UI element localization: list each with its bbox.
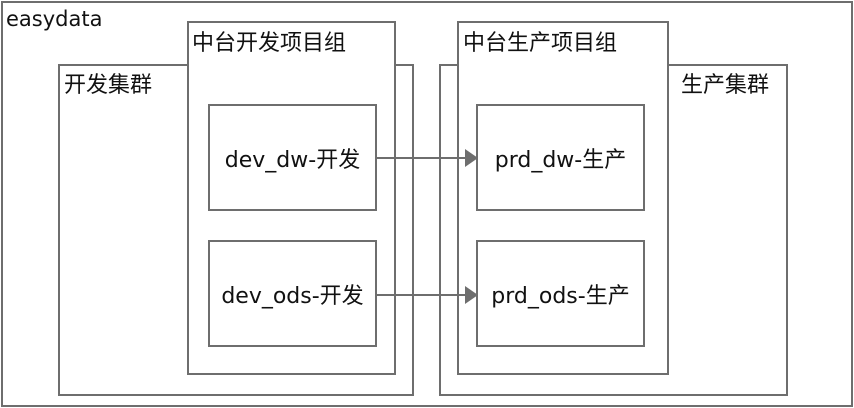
node-dev-dw[interactable]: dev_dw-开发	[208, 104, 377, 211]
easydata-label: easydata	[6, 7, 103, 31]
node-prd-dw-label: prd_dw-生产	[494, 147, 627, 173]
node-dev-dw-label: dev_dw-开发	[224, 147, 361, 173]
prod-project-group-label: 中台生产项目组	[463, 31, 618, 56]
node-dev-ods-label: dev_ods-开发	[221, 283, 364, 309]
node-dev-ods[interactable]: dev_ods-开发	[208, 240, 377, 347]
node-prd-ods-label: prd_ods-生产	[491, 283, 630, 309]
dev-cluster-label: 开发集群	[64, 73, 153, 98]
dev-project-group-label: 中台开发项目组	[192, 31, 347, 56]
node-prd-dw[interactable]: prd_dw-生产	[476, 104, 645, 211]
prod-cluster-label: 生产集群	[681, 73, 770, 98]
node-prd-ods[interactable]: prd_ods-生产	[476, 240, 645, 347]
